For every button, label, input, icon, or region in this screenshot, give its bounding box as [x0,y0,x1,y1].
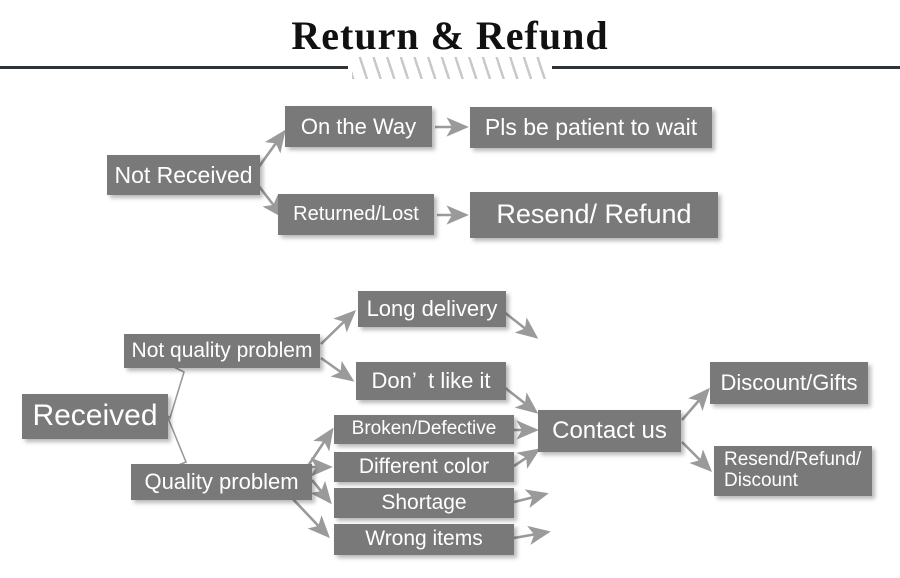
node-not-quality-problem[interactable]: Not quality problem [124,334,320,368]
edge-contact-us-to-discount-gifts [681,387,710,421]
edge-dont-like-it-to-contact-us [503,385,539,414]
node-pls-be-patient-to-wait[interactable]: Pls be patient to wait [470,107,712,148]
page-title: Return & Refund [291,13,609,58]
divider-line-right [552,66,900,69]
node-dont-like-it[interactable]: Don’ t like it [356,362,506,400]
node-contact-us[interactable]: Contact us [538,410,681,452]
edge-quality-to-shortage [310,479,332,505]
edge-not-quality-to-dont-like-it [320,356,355,382]
node-resend-refund-discount[interactable]: Resend/Refund/ Discount [714,446,872,496]
edge-received-to-not-quality-problem [167,366,185,420]
edge-not-received-to-on-the-way [256,129,286,169]
node-different-color[interactable]: Different color [334,452,514,482]
node-wrong-items[interactable]: Wrong items [334,524,514,555]
edge-wrong-items-to-contact-us [513,525,551,545]
edge-long-delivery-to-contact-us [503,310,539,339]
node-shortage[interactable]: Shortage [334,488,514,518]
edge-shortage-to-contact-us [513,489,549,509]
edge-received-to-quality-problem [167,417,188,467]
node-not-received[interactable]: Not Received [107,155,260,195]
edge-quality-to-broken-defective [306,427,334,467]
node-quality-problem[interactable]: Quality problem [131,464,312,500]
node-broken-defective[interactable]: Broken/Defective [334,415,514,444]
node-returned-lost[interactable]: Returned/Lost [278,194,434,235]
node-resend-refund[interactable]: Resend/ Refund [470,192,718,238]
node-on-the-way[interactable]: On the Way [285,106,432,147]
node-long-delivery[interactable]: Long delivery [358,291,506,327]
node-discount-gifts[interactable]: Discount/Gifts [710,362,868,404]
divider-line-left [0,66,348,69]
edge-different-color-to-contact-us [513,448,541,469]
edge-quality-to-wrong-items [289,495,330,539]
divider-hatch-ornament [352,57,548,79]
node-received[interactable]: Received [22,394,168,439]
edge-contact-us-to-resend-refund-discount [681,441,713,473]
edge-not-quality-to-long-delivery [320,310,357,345]
